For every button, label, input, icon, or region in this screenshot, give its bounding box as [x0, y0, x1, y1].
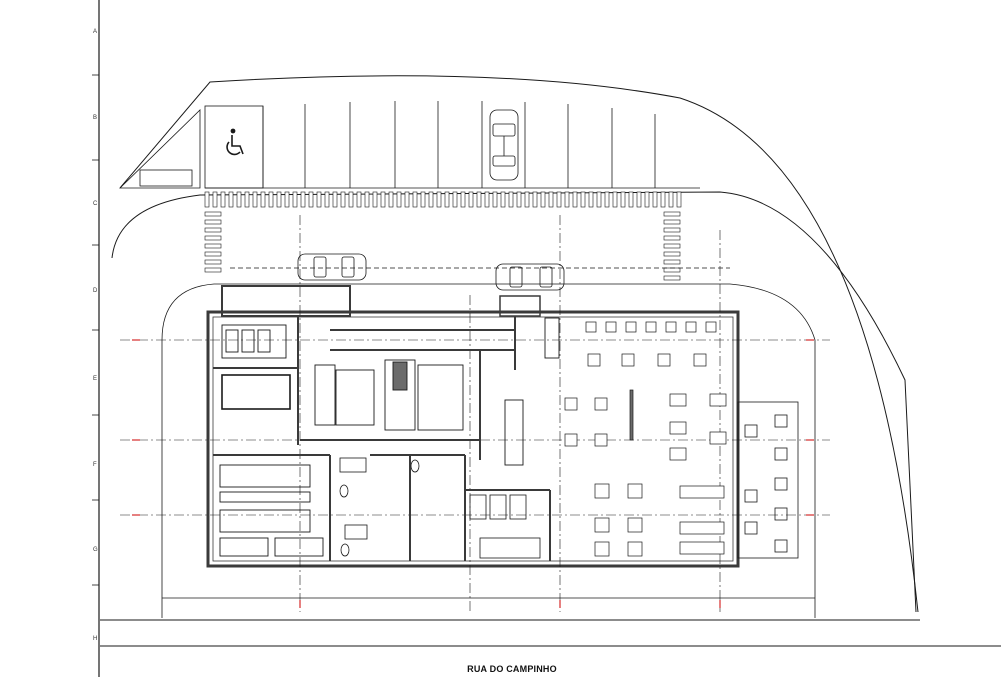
accessible-parking-icon	[226, 128, 244, 156]
kitchen-equipment	[221, 317, 560, 466]
sheet-border: A B C D E F G H	[92, 0, 100, 677]
storage-shelving	[219, 464, 324, 557]
sidewalk-outline	[161, 267, 816, 618]
grid-row-f: F	[93, 462, 97, 468]
building-walls	[206, 285, 740, 568]
grid-row-h: H	[93, 636, 97, 642]
terrace	[737, 401, 799, 559]
crosswalk-top	[204, 191, 682, 208]
grid-row-g: G	[93, 547, 98, 553]
crosswalk-right	[663, 211, 681, 281]
dining-tables	[564, 321, 727, 557]
parking-area	[119, 101, 700, 189]
crosswalk-left	[204, 211, 222, 273]
interior-walls	[213, 316, 551, 561]
grid-row-b: B	[93, 115, 97, 121]
grid-row-e: E	[93, 376, 97, 382]
car-icon	[489, 109, 519, 181]
car-icon	[297, 253, 367, 281]
dimension-marks	[132, 339, 814, 608]
street-name-label: RUA DO CAMPINHO	[467, 664, 557, 674]
site-boundary	[100, 75, 1001, 647]
grid-row-d: D	[93, 288, 98, 294]
car-icon	[495, 263, 565, 291]
grid-row-a: A	[93, 29, 97, 35]
grid-row-c: C	[93, 201, 98, 207]
restroom-fixtures	[339, 457, 541, 559]
